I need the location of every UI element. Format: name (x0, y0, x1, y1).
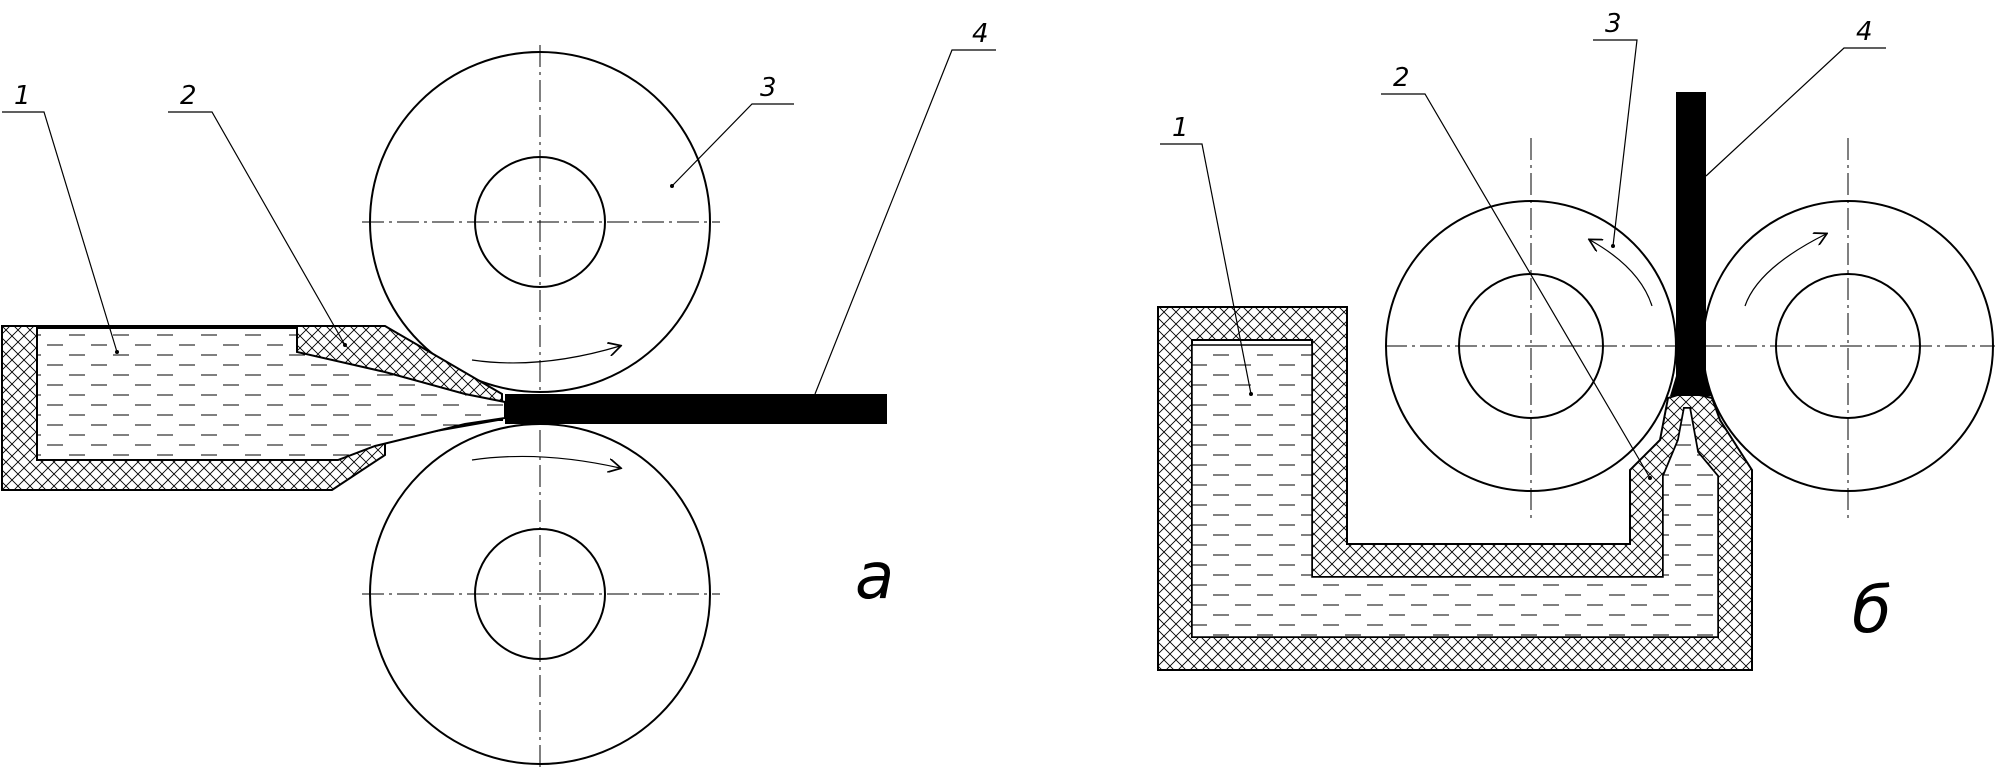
liquid-metal-a (36, 327, 506, 461)
label-1-a: 1 (14, 81, 31, 111)
label-2-b: 2 (1393, 63, 1410, 93)
diagram-letter-b: б (1852, 574, 1891, 648)
rotation-arrow-left-b (1590, 240, 1653, 307)
label-2-a: 2 (180, 81, 197, 111)
label-3-b: 3 (1605, 9, 1622, 39)
strip-b (1670, 92, 1712, 396)
diagram-letter-a: а (855, 540, 894, 614)
rotation-arrow-top-a (471, 346, 620, 364)
diagram-b: 1 2 3 4 б (1157, 9, 1995, 671)
rotation-arrow-bottom-a (471, 455, 620, 468)
label-1-b: 1 (1172, 113, 1189, 143)
label-3-a: 3 (760, 73, 777, 103)
diagram-a: 1 2 3 4 а (1, 19, 996, 770)
label-4-a: 4 (972, 19, 989, 49)
liquid-metal-b (1191, 344, 1719, 638)
rotation-arrow-right-b (1744, 234, 1826, 307)
strip-a (505, 394, 887, 424)
label-4-b: 4 (1856, 17, 1873, 47)
